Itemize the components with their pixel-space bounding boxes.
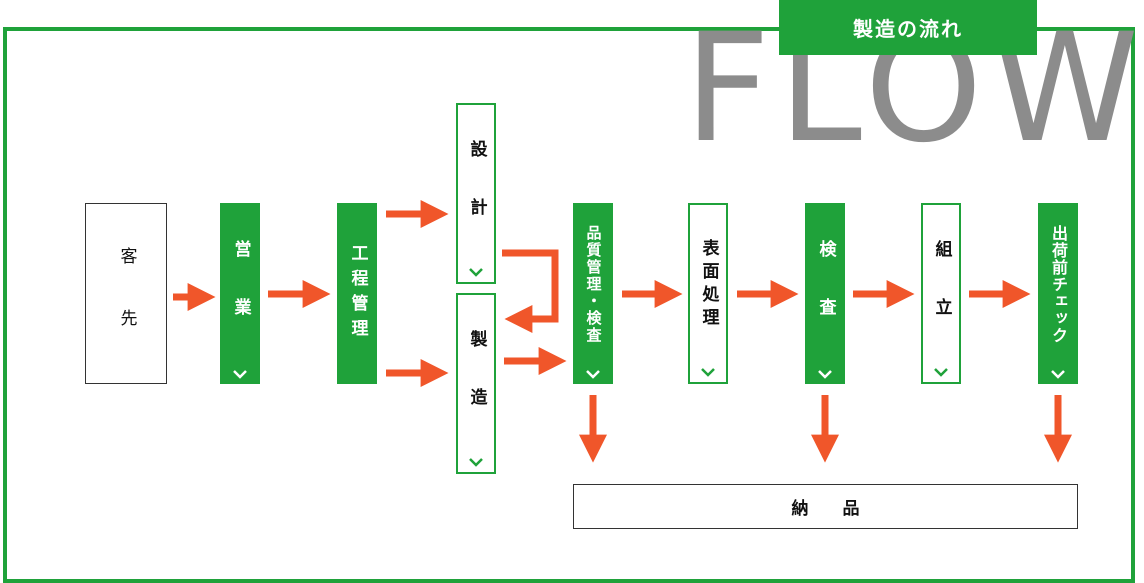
chevron-down-icon bbox=[233, 370, 247, 379]
chevron-down-icon bbox=[701, 368, 715, 377]
node-customer: 客 先 bbox=[85, 203, 167, 384]
header-tab: 製造の流れ bbox=[779, 0, 1037, 55]
node-delivery: 納 品 bbox=[573, 484, 1078, 529]
node-customer-label: 客 先 bbox=[116, 247, 137, 340]
header-tab-label: 製造の流れ bbox=[853, 17, 963, 41]
node-inspection-label: 検 査 bbox=[815, 240, 836, 327]
node-inspection[interactable]: 検 査 bbox=[805, 203, 845, 384]
chevron-down-icon bbox=[934, 368, 948, 377]
node-sales-label: 営 業 bbox=[230, 240, 251, 327]
node-design-label: 設 計 bbox=[466, 140, 487, 227]
chevron-down-icon bbox=[818, 370, 832, 379]
node-manufacturing-label: 製 造 bbox=[466, 330, 487, 417]
arrow-design-manufacturing bbox=[502, 249, 559, 333]
node-preshipment-check[interactable]: 出荷前チェック bbox=[1038, 203, 1078, 384]
node-design[interactable]: 設 計 bbox=[456, 103, 496, 284]
node-manufacturing[interactable]: 製 造 bbox=[456, 293, 496, 474]
chevron-down-icon bbox=[469, 268, 483, 277]
node-preshipment-check-label: 出荷前チェック bbox=[1049, 225, 1068, 344]
chevron-down-icon bbox=[586, 370, 600, 379]
node-surface-treatment[interactable]: 表面処理 bbox=[688, 203, 728, 384]
node-assembly[interactable]: 組 立 bbox=[921, 203, 961, 384]
node-quality-inspection-label: 品質管理・検査 bbox=[584, 225, 603, 344]
node-assembly-label: 組 立 bbox=[931, 240, 952, 327]
chevron-down-icon bbox=[469, 458, 483, 467]
node-sales[interactable]: 営 業 bbox=[220, 203, 260, 384]
node-process-management: 工程管理 bbox=[337, 203, 377, 384]
node-process-management-label: 工程管理 bbox=[347, 243, 368, 344]
chevron-down-icon bbox=[1051, 370, 1065, 379]
node-delivery-label: 納 品 bbox=[791, 499, 860, 519]
node-quality-inspection[interactable]: 品質管理・検査 bbox=[573, 203, 613, 384]
node-surface-treatment-label: 表面処理 bbox=[698, 238, 719, 331]
diagram-frame bbox=[3, 27, 1135, 583]
